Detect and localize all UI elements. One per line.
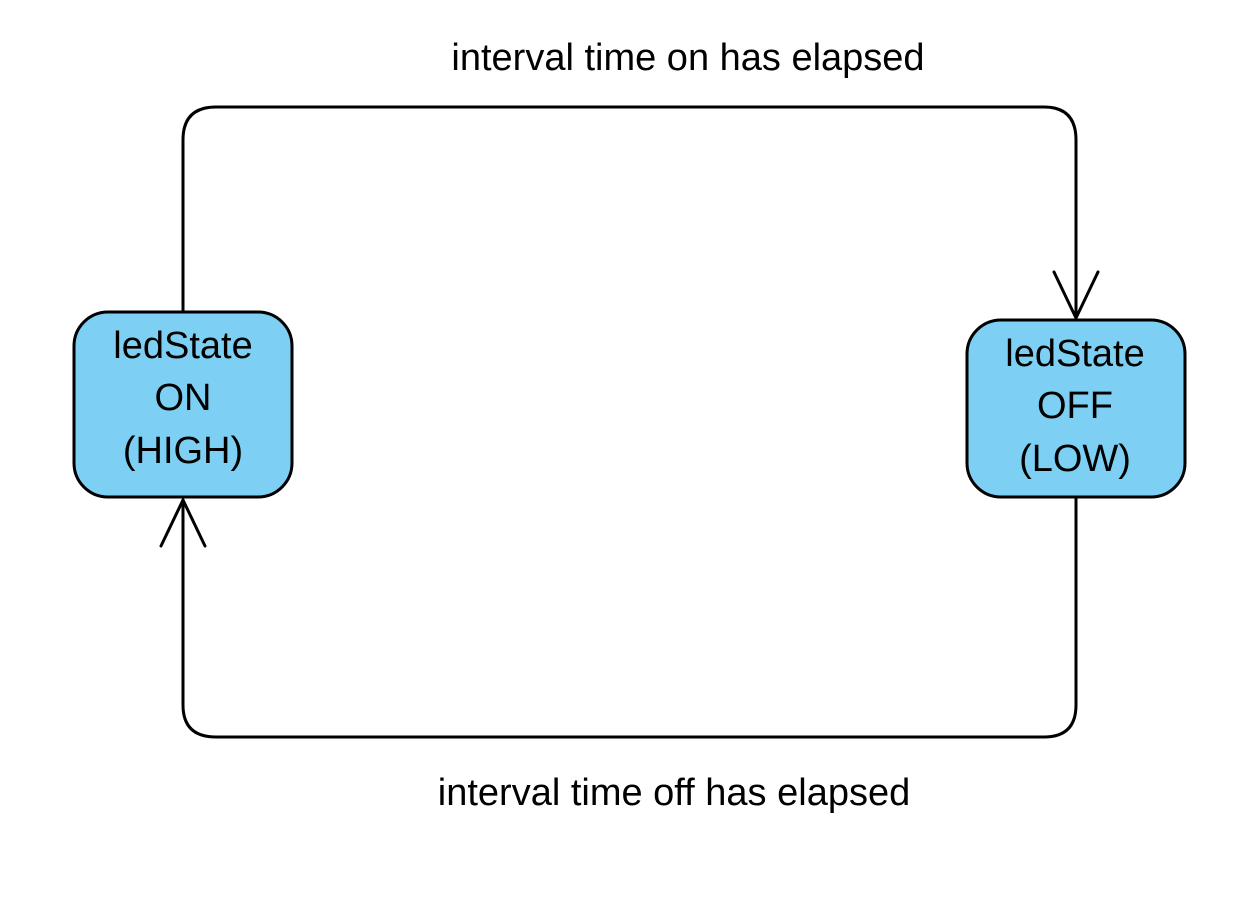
state-led-off-label-line-3: (LOW) <box>1019 438 1131 480</box>
state-led-off-label-line-1: ledState <box>1005 333 1144 375</box>
transition-on-to-off-label: interval time on has elapsed <box>451 37 924 79</box>
arrowhead-into-off-icon <box>1052 270 1100 320</box>
transition-on-to-off-line <box>181 105 1078 320</box>
transition-on-to-off: interval time on has elapsed <box>181 37 1100 320</box>
transition-off-to-on-label: interval time off has elapsed <box>438 772 910 814</box>
state-led-off-box <box>965 318 1187 499</box>
state-led-on-label-line-3: (HIGH) <box>123 430 243 472</box>
state-led-off-label-line-2: OFF <box>1037 385 1113 427</box>
state-led-on-label-line-2: ON <box>155 377 212 419</box>
state-led-off: ledState OFF (LOW) <box>965 318 1187 499</box>
state-led-on: ledState ON (HIGH) <box>72 310 294 499</box>
transition-off-to-on-line <box>181 496 1078 739</box>
transition-off-to-on: interval time off has elapsed <box>159 496 1078 814</box>
arrowhead-into-on-icon <box>159 498 207 548</box>
state-led-on-box <box>72 310 294 499</box>
state-led-on-label-line-1: ledState <box>113 325 252 367</box>
